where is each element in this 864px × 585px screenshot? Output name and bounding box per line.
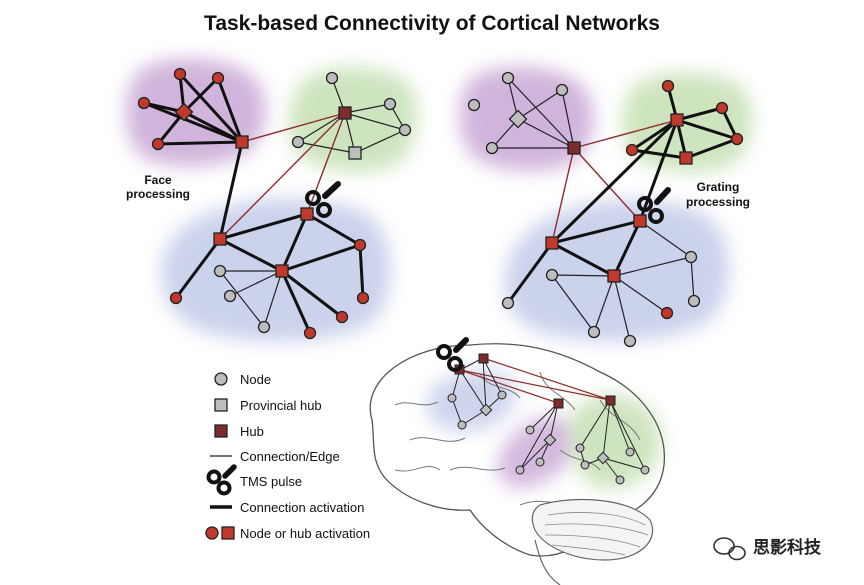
watermark-text: 思影科技 xyxy=(753,537,822,558)
legend-provincial-hub-label: Provincial hub xyxy=(240,398,322,413)
legend-node-activation-label: Node or hub activation xyxy=(240,526,370,541)
brain-illustration xyxy=(369,337,665,585)
right-network-diagram: Grating processing xyxy=(459,66,753,348)
legend-hub-label: Hub xyxy=(240,424,264,439)
face-processing-label-2: processing xyxy=(126,187,190,201)
legend-active-hub-icon xyxy=(221,526,235,540)
tms-coil-icon xyxy=(637,187,671,224)
legend-activation-label: Connection activation xyxy=(240,500,364,515)
watermark: 思影科技 xyxy=(713,537,822,561)
left-green-region xyxy=(288,67,418,172)
grating-processing-label-1: Grating xyxy=(697,180,740,194)
legend-provincial-hub-icon xyxy=(214,398,228,412)
legend-tms-label: TMS pulse xyxy=(240,474,302,489)
left-purple-region xyxy=(125,58,266,167)
legend-node-icon xyxy=(214,372,228,386)
legend-edge-label: Connection/Edge xyxy=(240,449,340,464)
tms-coil-icon xyxy=(305,181,341,218)
legend-hub-icon xyxy=(214,424,228,438)
figure-title: Task-based Connectivity of Cortical Netw… xyxy=(204,12,660,35)
legend-active-node-icon xyxy=(205,526,219,540)
wechat-icon xyxy=(713,537,746,561)
left-network-diagram: Face processing xyxy=(125,58,418,342)
legend-tms-icon xyxy=(206,464,237,496)
tms-coil-icon xyxy=(436,337,469,372)
legend-node-label: Node xyxy=(240,372,271,387)
face-processing-label-1: Face xyxy=(144,173,172,187)
grating-processing-label-2: processing xyxy=(686,195,750,209)
legend: Node Provincial hub Hub Connection/Edge … xyxy=(205,372,370,541)
